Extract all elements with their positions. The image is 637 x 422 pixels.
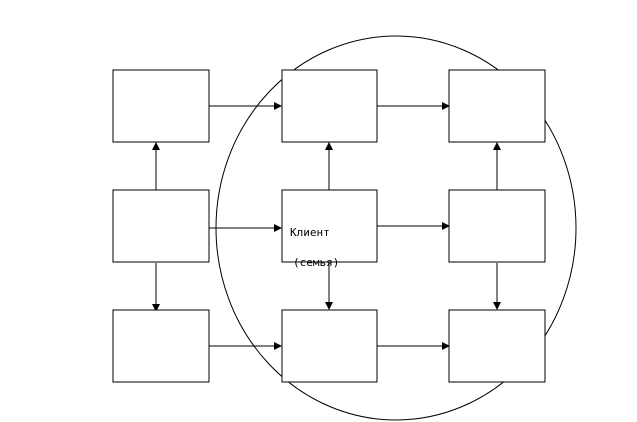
box-r3-c2: [281, 309, 378, 383]
box-r1-c2: [281, 69, 378, 143]
box-client-center: [281, 189, 378, 263]
client-label: Клиент: [290, 226, 330, 239]
box-r2-c1: [112, 189, 210, 263]
box-r3-c1: [112, 309, 210, 383]
box-r1-c3: [448, 69, 546, 143]
family-label: (семья): [293, 256, 339, 269]
box-r2-c3: [448, 189, 546, 263]
box-r3-c3: [448, 309, 546, 383]
box-r1-c1: [112, 69, 210, 143]
